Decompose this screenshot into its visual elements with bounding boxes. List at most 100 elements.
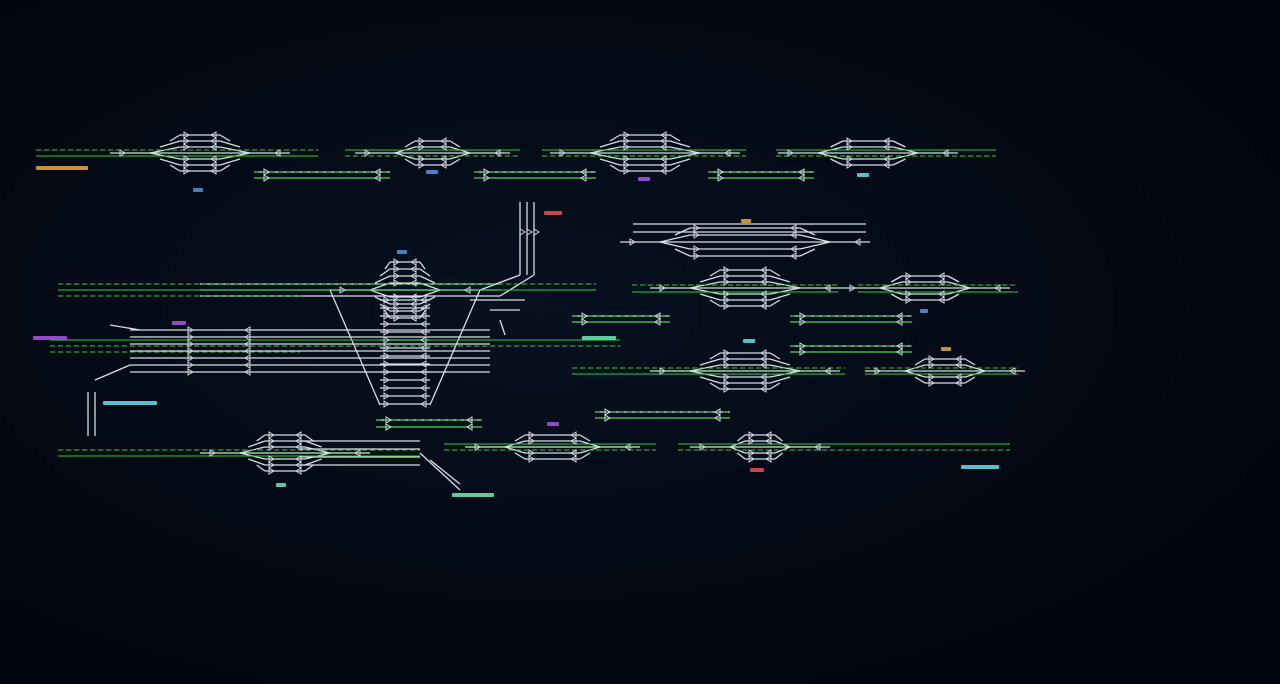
signal-icon[interactable] [905,272,912,280]
signal-icon[interactable] [393,279,400,287]
track-segment[interactable] [384,310,391,319]
signal-icon[interactable] [955,379,962,387]
signal-icon[interactable] [354,449,361,457]
signal-icon[interactable] [474,443,481,451]
track-segment[interactable] [799,241,831,250]
signal-icon[interactable] [760,290,767,298]
track-segment[interactable] [964,376,976,384]
track-segment[interactable] [709,352,721,360]
signal-icon[interactable] [717,174,724,182]
track-segment[interactable] [699,275,721,283]
track-segment[interactable] [659,234,691,243]
track-segment[interactable] [109,324,141,331]
signal-icon[interactable] [268,461,275,469]
signal-icon[interactable] [723,385,730,393]
signal-icon[interactable] [528,455,535,463]
signal-icon[interactable] [723,266,730,274]
track-segment[interactable] [256,434,266,442]
track-segment[interactable] [609,164,621,172]
track-segment[interactable] [709,299,721,307]
signal-icon[interactable] [928,373,935,381]
signal-icon[interactable] [119,149,126,157]
signal-icon[interactable] [383,352,390,360]
signal-icon[interactable] [183,161,190,169]
signal-icon[interactable] [374,168,381,176]
signal-icon[interactable] [896,318,903,326]
signal-icon[interactable] [244,354,251,362]
signal-icon[interactable] [723,272,730,280]
track-segment[interactable] [674,248,691,257]
signal-icon[interactable] [210,155,217,163]
signal-icon[interactable] [418,161,425,169]
track-segment[interactable] [659,241,691,250]
signal-icon[interactable] [896,348,903,356]
track-segment[interactable] [159,140,181,148]
signal-icon[interactable] [385,416,392,424]
signal-icon[interactable] [295,467,302,475]
signal-icon[interactable] [760,278,767,286]
signal-icon[interactable] [410,307,417,315]
signal-icon[interactable] [624,443,631,451]
signal-icon[interactable] [420,392,427,400]
signal-icon[interactable] [629,238,636,246]
track-segment[interactable] [169,164,181,172]
track-segment[interactable] [479,274,521,291]
signal-icon[interactable] [440,143,447,151]
signal-icon[interactable] [928,355,935,363]
signal-icon[interactable] [244,326,251,334]
signal-icon[interactable] [528,437,535,445]
track-segment[interactable] [419,310,426,319]
signal-icon[interactable] [896,312,903,320]
track-segment[interactable] [579,452,591,460]
signal-icon[interactable] [187,361,194,369]
signal-icon[interactable] [846,137,853,145]
track-segment[interactable] [737,452,746,460]
signal-icon[interactable] [268,467,275,475]
track-segment[interactable] [419,282,441,291]
signal-icon[interactable] [760,361,767,369]
track-segment[interactable] [219,164,231,172]
signal-icon[interactable] [440,161,447,169]
track-segment[interactable] [769,269,781,277]
track-segment[interactable] [304,434,314,442]
signal-icon[interactable] [210,131,217,139]
station-label-tag[interactable] [452,493,494,497]
signal-icon[interactable] [748,431,755,439]
signal-icon[interactable] [483,174,490,182]
signal-icon[interactable] [263,168,270,176]
signal-icon[interactable] [383,400,390,408]
track-segment[interactable] [419,268,431,277]
signal-icon[interactable] [623,167,630,175]
track-segment[interactable] [769,287,801,295]
signal-icon[interactable] [383,360,390,368]
signal-icon[interactable] [526,228,533,236]
track-segment[interactable] [599,158,621,166]
signal-icon[interactable] [420,400,427,408]
signal-icon[interactable] [604,408,611,416]
signal-icon[interactable] [383,392,390,400]
signal-icon[interactable] [268,437,275,445]
signal-icon[interactable] [854,238,861,246]
track-segment[interactable] [769,382,781,390]
signal-icon[interactable] [760,266,767,274]
signal-icon[interactable] [723,379,730,387]
signal-icon[interactable] [393,300,400,308]
track-segment[interactable] [769,376,791,384]
signal-icon[interactable] [295,461,302,469]
signal-icon[interactable] [693,231,700,239]
track-segment[interactable] [947,293,960,301]
signal-icon[interactable] [383,320,390,328]
signal-icon[interactable] [760,379,767,387]
signal-icon[interactable] [570,449,577,457]
track-segment[interactable] [674,227,691,236]
signal-icon[interactable] [410,265,417,273]
signal-icon[interactable] [814,443,821,451]
signal-icon[interactable] [187,340,194,348]
track-segment[interactable] [419,289,441,298]
signal-icon[interactable] [799,318,806,326]
signal-icon[interactable] [528,431,535,439]
signal-icon[interactable] [393,272,400,280]
signal-icon[interactable] [849,284,856,292]
track-segment[interactable] [589,152,621,160]
